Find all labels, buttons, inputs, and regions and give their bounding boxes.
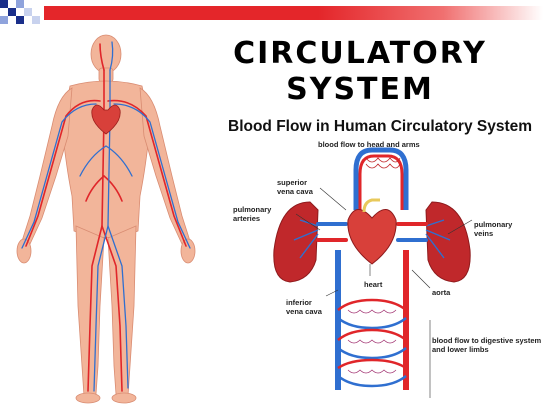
decor-square [32,16,40,24]
decor-square [8,8,16,16]
label-pulmonary-veins-1: pulmonary [474,220,513,229]
red-stripe [44,6,543,20]
circulation-diagram [273,147,473,398]
label-pulmonary-arteries-2: arteries [233,214,261,223]
label-pulmonary-veins-2: veins [474,229,494,238]
label-digestive-2: and lower limbs [432,345,489,354]
label-digestive-1: blood flow to digestive system [432,336,542,345]
human-body-figure [16,34,196,404]
label-heart: heart [364,280,383,289]
title-line-1: CIRCULATORY [233,36,487,71]
label-aorta: aorta [432,288,451,297]
diagram-heart [347,209,397,265]
label-superior-vena-cava-1: superior [277,178,308,187]
decor-square [24,8,32,16]
label-inferior-vena-cava-1: inferior [286,298,312,307]
decor-square [0,16,8,24]
top-banner [0,0,543,26]
diagram-subtitle: Blood Flow in Human Circulatory System [228,118,533,135]
label-inferior-vena-cava-2: vena cava [286,307,322,316]
label-pulmonary-arteries-1: pulmonary [233,205,272,214]
body-heart [91,104,121,135]
label-head-arms: blood flow to head and arms [318,140,420,149]
title-line-2: SYSTEM [286,72,434,107]
decor-square [16,0,24,8]
decor-square [0,0,8,8]
decor-square [16,16,24,24]
label-superior-vena-cava-2: vena cava [277,187,313,196]
